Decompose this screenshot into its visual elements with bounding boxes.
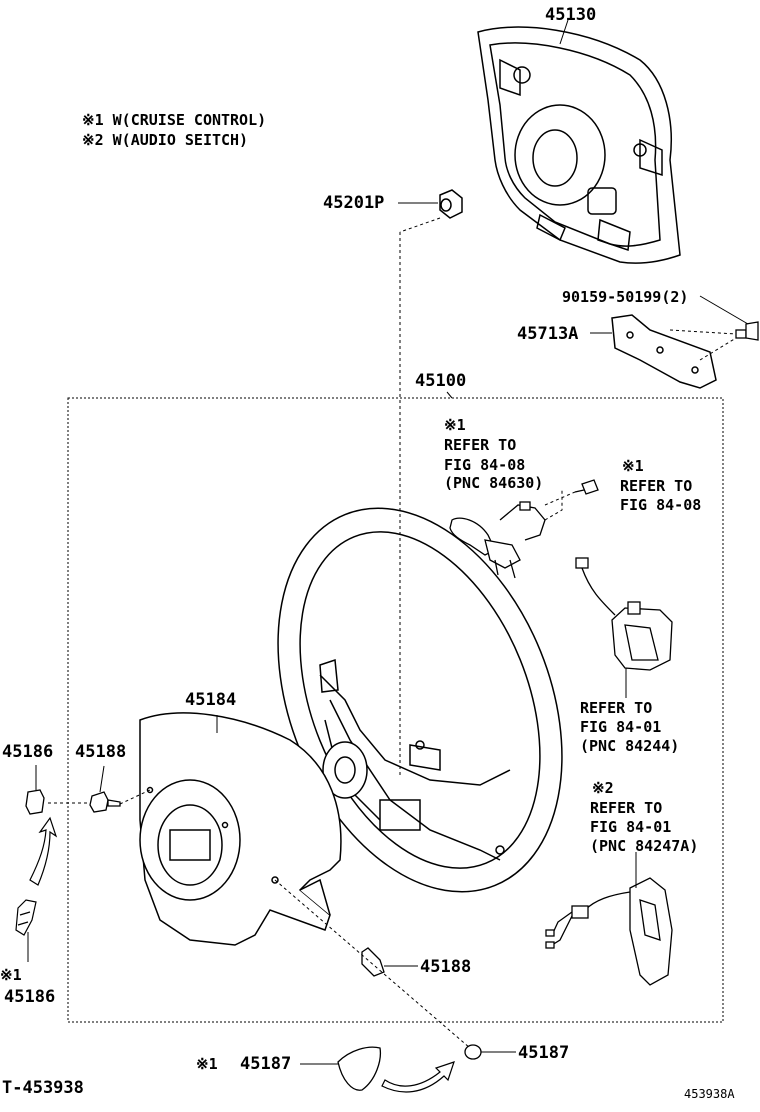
part-45186-bottom-label: 45186 — [4, 987, 56, 1007]
audio-switch — [545, 877, 673, 986]
screw-45188-top — [89, 791, 121, 813]
ref2-mark: ※1 — [622, 457, 644, 475]
nut-45201p — [439, 189, 463, 219]
part-45187-right-label: 45187 — [518, 1043, 570, 1063]
part-45187-left-mark: ※1 — [196, 1055, 218, 1073]
clip-45186 — [25, 789, 45, 815]
steering-wheel — [277, 507, 563, 893]
assembly-box — [67, 397, 724, 1023]
ref3-line1: REFER TO — [580, 699, 653, 717]
footer-right-code: 453938A — [684, 1087, 735, 1101]
screw-cruise — [574, 479, 599, 495]
arrow-up-clip — [29, 816, 58, 886]
note-audio-switch: ※2 W(AUDIO SEITCH) — [82, 131, 249, 149]
ref4-line2: FIG 84-01 — [590, 818, 672, 836]
ref1-line1: REFER TO — [444, 436, 517, 454]
ref2-line2: FIG 84-08 — [620, 496, 702, 514]
part-90159-label: 90159-50199(2) — [562, 288, 689, 306]
lower-cover — [139, 712, 342, 946]
part-45186-bottom-mark: ※1 — [0, 966, 22, 984]
part-45188-bottom-label: 45188 — [420, 957, 472, 977]
part-45187-left-label: 45187 — [240, 1054, 292, 1074]
part-45713a-label: 45713A — [517, 324, 579, 344]
clip-45186-cruise — [15, 899, 37, 936]
bracket-45713a — [611, 314, 717, 389]
cruise-control-switch — [449, 501, 546, 579]
cap-45187-cruise — [337, 1046, 382, 1091]
screw-45188-bottom — [361, 947, 385, 977]
part-45186-top-label: 45186 — [2, 742, 54, 762]
ref3-line2: FIG 84-01 — [580, 718, 662, 736]
part-45184-label: 45184 — [185, 690, 237, 710]
ref1-mark: ※1 — [444, 416, 466, 434]
ref1-line3: (PNC 84630) — [444, 474, 544, 492]
part-45188-top-label: 45188 — [75, 742, 127, 762]
ref1-line2: FIG 84-08 — [444, 456, 526, 474]
screw-90159 — [735, 321, 759, 341]
ref3-line3: (PNC 84244) — [580, 737, 680, 755]
part-45130-label: 45130 — [545, 5, 597, 25]
ref4-line1: REFER TO — [590, 799, 663, 817]
part-45201p-label: 45201P — [323, 193, 385, 213]
ref2-line1: REFER TO — [620, 477, 693, 495]
airbag-pad — [477, 26, 681, 264]
arrow-right-cap — [381, 1061, 455, 1093]
ref4-mark: ※2 — [592, 779, 614, 797]
cap-45187 — [464, 1044, 482, 1060]
note-cruise-control: ※1 W(CRUISE CONTROL) — [82, 111, 267, 129]
part-45100-label: 45100 — [415, 371, 467, 391]
switch-84244 — [575, 557, 673, 671]
footer-left-code: T-453938 — [2, 1078, 84, 1098]
ref4-line3: (PNC 84247A) — [590, 837, 699, 855]
